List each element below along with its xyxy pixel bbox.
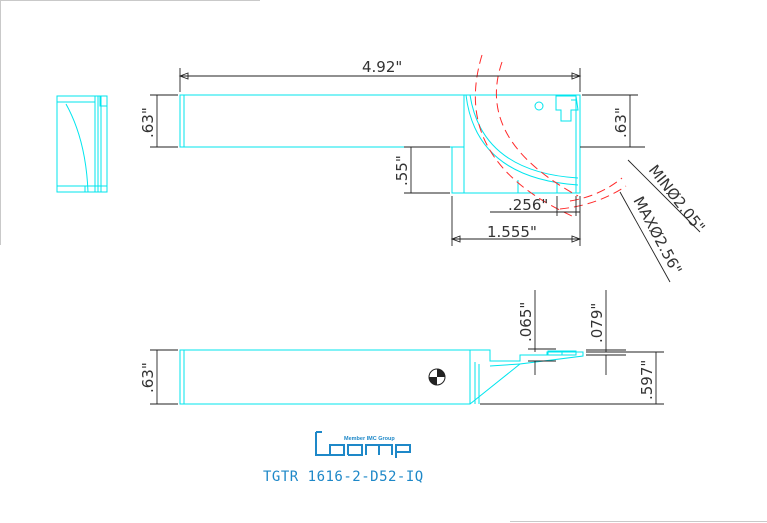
front-view <box>179 349 584 405</box>
dim-top-height-left: .63" <box>139 107 157 138</box>
dim-neck-height: .55" <box>393 155 411 186</box>
part-number: TGTR 1616-2-D52-IQ <box>263 469 424 485</box>
dim-insert-offset: .065" <box>517 302 535 342</box>
front-dimensions <box>150 290 664 405</box>
dim-center-height: .597" <box>638 360 656 400</box>
dim-insert-width: .079" <box>588 303 606 343</box>
top-dimensions <box>150 68 701 283</box>
brand-logo: Member IMC Group <box>315 431 411 458</box>
dim-bottom-height-left: .63" <box>139 362 157 393</box>
dim-top-length: 4.92" <box>362 58 402 76</box>
diameter-arcs <box>474 54 627 217</box>
top-view <box>179 94 581 194</box>
dim-slot-width: .256" <box>508 196 548 214</box>
dim-neck-length: 1.555" <box>487 223 537 241</box>
logo-tagline: Member IMC Group <box>344 436 395 442</box>
side-view <box>56 95 108 193</box>
dim-top-height-right: .63" <box>612 107 630 138</box>
